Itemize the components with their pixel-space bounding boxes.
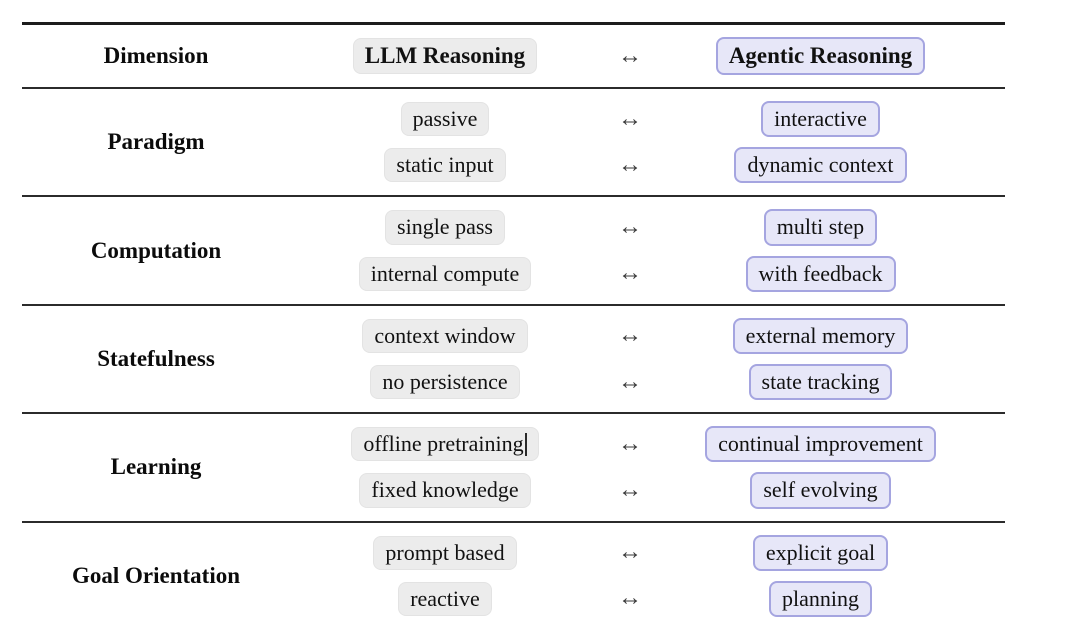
- header-llm-cell: LLM Reasoning: [290, 38, 600, 74]
- llm-tag: context window: [362, 318, 528, 353]
- tag-pairs: passive ↔ interactive static input ↔ dyn…: [290, 101, 1005, 184]
- bidirectional-arrow-icon: ↔: [618, 322, 642, 349]
- bidirectional-arrow-icon: ↔: [618, 105, 642, 132]
- tag-pair: context window ↔ external memory: [290, 317, 1005, 354]
- table-row: Computation single pass ↔ multi step int…: [22, 197, 1005, 303]
- tag-pairs: offline pretraining ↔ continual improvem…: [290, 426, 1005, 509]
- table-row: Goal Orientation prompt based ↔ explicit…: [22, 523, 1005, 628]
- agentic-tag: self evolving: [750, 472, 891, 509]
- tag-pairs: prompt based ↔ explicit goal reactive ↔ …: [290, 534, 1005, 617]
- bidirectional-arrow-icon: ↔: [618, 151, 642, 178]
- tag-pair: prompt based ↔ explicit goal: [290, 534, 1005, 571]
- dimension-cell: Statefulness: [22, 346, 290, 372]
- dimension-cell: Learning: [22, 454, 290, 480]
- table-header-row: Dimension LLM Reasoning ↔ Agentic Reason…: [22, 25, 1005, 87]
- llm-tag: fixed knowledge: [359, 473, 531, 508]
- bidirectional-arrow-icon: ↔: [618, 476, 642, 503]
- table-row: Paradigm passive ↔ interactive static in…: [22, 89, 1005, 195]
- dimension-label: Paradigm: [107, 129, 205, 155]
- tag-pair: passive ↔ interactive: [290, 101, 1005, 138]
- bidirectional-arrow-icon: ↔: [618, 368, 642, 395]
- llm-tag: offline pretraining: [351, 427, 539, 462]
- agentic-tag: dynamic context: [734, 147, 907, 184]
- dimension-cell: Goal Orientation: [22, 563, 290, 589]
- dimension-label: Statefulness: [97, 345, 215, 371]
- top-rule: [22, 22, 1005, 25]
- dimension-cell: Paradigm: [22, 129, 290, 155]
- tag-pair: internal compute ↔ with feedback: [290, 255, 1005, 292]
- header-arrow-cell: ↔: [600, 43, 660, 70]
- agentic-tag: interactive: [761, 101, 880, 138]
- bidirectional-arrow-icon: ↔: [618, 213, 642, 240]
- llm-tag: passive: [400, 102, 490, 137]
- agentic-tag: planning: [769, 580, 872, 617]
- tag-pair: static input ↔ dynamic context: [290, 147, 1005, 184]
- bidirectional-arrow-icon: ↔: [618, 539, 642, 566]
- header-rule: [22, 87, 1005, 89]
- bidirectional-arrow-icon: ↔: [618, 260, 642, 287]
- llm-tag: single pass: [385, 210, 505, 245]
- agentic-tag: continual improvement: [705, 426, 936, 463]
- tag-pair: offline pretraining ↔ continual improvem…: [290, 426, 1005, 463]
- tag-pairs: context window ↔ external memory no pers…: [290, 317, 1005, 401]
- bidirectional-arrow-icon: ↔: [618, 430, 642, 457]
- table-row: Statefulness context window ↔ external m…: [22, 306, 1005, 412]
- llm-tag: reactive: [398, 581, 492, 616]
- dimension-label: Computation: [90, 237, 222, 263]
- agentic-tag: explicit goal: [752, 534, 889, 571]
- row-rule: [22, 520, 1005, 523]
- agentic-tag: state tracking: [748, 363, 893, 401]
- dimension-label: Learning: [110, 454, 202, 480]
- llm-tag: no persistence: [370, 364, 520, 400]
- comparison-table: Dimension LLM Reasoning ↔ Agentic Reason…: [22, 22, 1005, 628]
- dimension-cell: Computation: [22, 238, 290, 264]
- tag-pair: reactive ↔ planning: [290, 580, 1005, 617]
- tag-pair: fixed knowledge ↔ self evolving: [290, 472, 1005, 509]
- tag-pair: single pass ↔ multi step: [290, 209, 1005, 246]
- agentic-reasoning-header-tag: Agentic Reasoning: [715, 37, 926, 75]
- table-row: Learning offline pretraining ↔ continual…: [22, 414, 1005, 520]
- llm-tag: static input: [384, 148, 506, 183]
- agentic-tag: with feedback: [745, 255, 896, 292]
- tag-pairs: single pass ↔ multi step internal comput…: [290, 209, 1005, 292]
- row-rule: [22, 303, 1005, 306]
- bidirectional-arrow-icon: ↔: [618, 585, 642, 612]
- row-rule: [22, 412, 1005, 415]
- agentic-tag: multi step: [763, 209, 878, 246]
- header-agentic-cell: Agentic Reasoning: [660, 37, 1005, 75]
- row-rule: [22, 195, 1005, 198]
- bidirectional-arrow-icon: ↔: [618, 42, 642, 69]
- agentic-tag: external memory: [732, 317, 909, 354]
- llm-reasoning-header-tag: LLM Reasoning: [352, 38, 538, 74]
- text-cursor: [524, 433, 527, 457]
- llm-tag: internal compute: [358, 256, 532, 291]
- header-dimension-label: Dimension: [103, 43, 209, 68]
- header-dimension-cell: Dimension: [22, 43, 290, 69]
- dimension-label: Goal Orientation: [71, 562, 241, 588]
- llm-tag: prompt based: [373, 535, 517, 570]
- tag-pair: no persistence ↔ state tracking: [290, 363, 1005, 401]
